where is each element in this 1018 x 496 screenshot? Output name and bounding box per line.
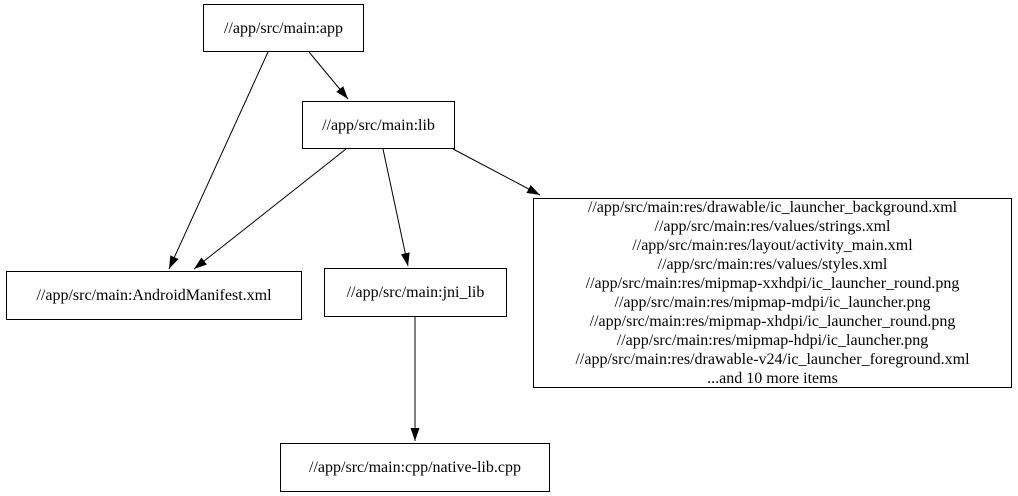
node-app-label: //app/src/main:app [223,19,344,37]
node-resources-line: //app/src/main:res/drawable/ic_launcher_… [587,199,958,216]
node-lib-label: //app/src/main:lib [322,116,435,134]
node-android-manifest-label: //app/src/main:AndroidManifest.xml [36,287,272,304]
node-android-manifest: //app/src/main:AndroidManifest.xml [6,271,302,320]
edge-app-to-manifest [168,51,269,270]
edge-lib-to-manifest [193,148,347,270]
edge-lib-to-resources [452,148,541,196]
node-resources-line: //app/src/main:res/mipmap-xxhdpi/ic_laun… [585,275,960,292]
node-app: //app/src/main:app [203,4,364,52]
edge-lib-to-jni-lib [382,148,410,267]
node-resources-line: //app/src/main:res/values/strings.xml [654,218,891,235]
node-native-lib-cpp: //app/src/main:cpp/native-lib.cpp [280,443,550,492]
node-resources: //app/src/main:res/drawable/ic_launcher_… [533,198,1012,388]
node-jni-lib: //app/src/main:jni_lib [324,268,507,317]
node-resources-line: //app/src/main:res/mipmap-hdpi/ic_launch… [616,332,929,349]
node-resources-line: //app/src/main:res/layout/activity_main.… [632,237,913,254]
node-lib: //app/src/main:lib [302,101,455,149]
node-resources-line: //app/src/main:res/mipmap-mdpi/ic_launch… [614,294,931,311]
node-resources-line: //app/src/main:res/drawable-v24/ic_launc… [575,351,970,368]
node-resources-line: //app/src/main:res/values/styles.xml [657,256,888,273]
edge-app-to-lib [308,51,349,100]
node-resources-line: //app/src/main:res/mipmap-xhdpi/ic_launc… [589,313,956,330]
node-resources-more-items: ...and 10 more items [707,370,838,387]
node-native-lib-cpp-label: //app/src/main:cpp/native-lib.cpp [309,459,521,476]
node-jni-lib-label: //app/src/main:jni_lib [346,284,485,301]
